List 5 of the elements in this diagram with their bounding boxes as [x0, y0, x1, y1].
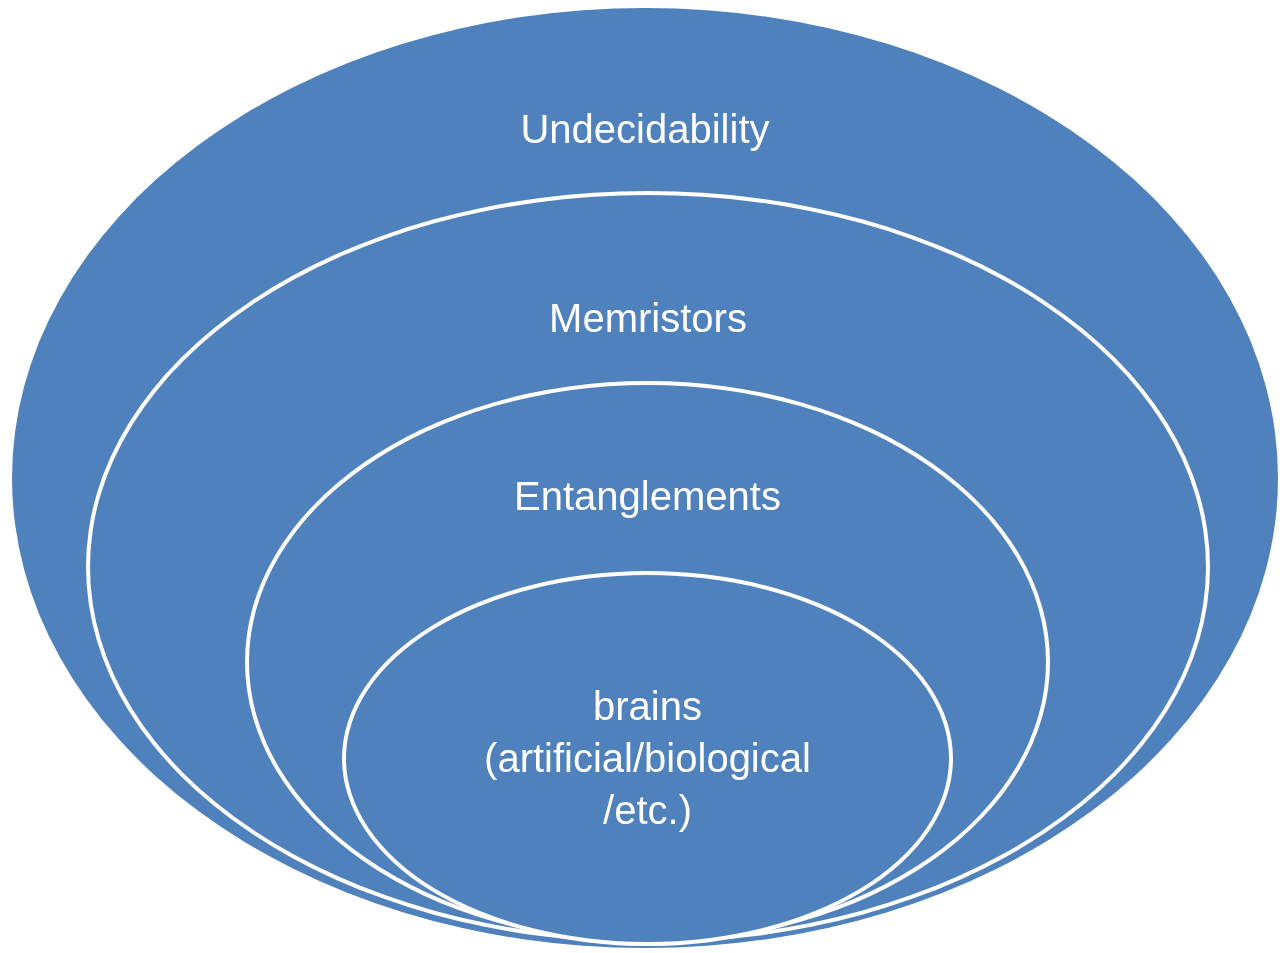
ellipse-label: Entanglements [513, 473, 782, 520]
ellipse-note: (artificial/biological /etc.) [483, 735, 812, 834]
ellipse-label: brains [592, 683, 703, 730]
ellipse-label: Undecidability [519, 106, 771, 153]
ellipse-label: Memristors [548, 295, 748, 342]
